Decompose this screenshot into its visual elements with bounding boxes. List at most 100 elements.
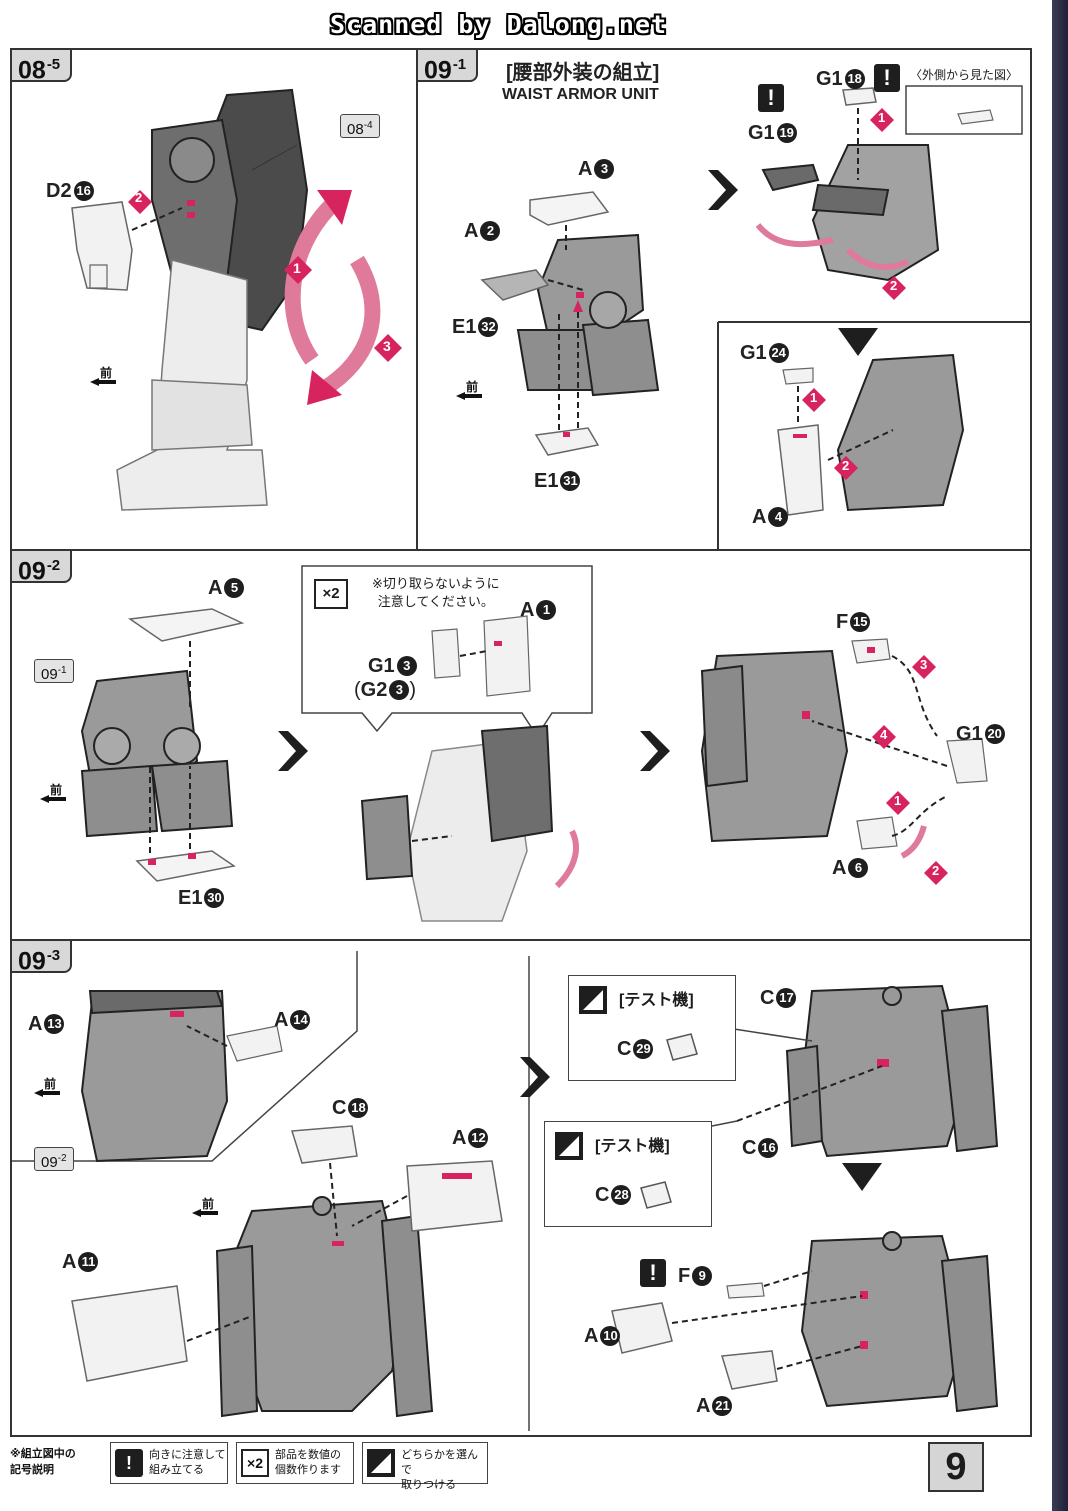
part-runner: A — [28, 1013, 43, 1035]
seq-marker-3 — [912, 655, 936, 679]
legend-text: 部品を数値の 個数作ります — [275, 1449, 341, 1476]
part-number: 24 — [768, 343, 789, 363]
part-runner: D2 — [46, 180, 72, 202]
step-number: 09 — [18, 557, 46, 586]
legend-title: ※組立図中の 記号説明 — [10, 1448, 76, 1476]
part-runner: E1 — [534, 470, 559, 492]
front-label: 前 — [466, 380, 479, 394]
part-number: 31 — [560, 471, 581, 491]
seq-text: 3 — [920, 657, 928, 672]
seq-marker-2 — [834, 456, 858, 480]
step-number: 08 — [18, 56, 46, 85]
part-number: 32 — [478, 317, 499, 337]
next-step-arrow-icon — [520, 1057, 550, 1097]
seq-marker-1 — [886, 791, 910, 815]
down-arrow-icon — [838, 328, 878, 356]
front-direction: 前 — [90, 364, 116, 386]
illustration-waist-assembly — [480, 85, 1030, 549]
part-runner: G1 — [816, 68, 843, 90]
step-number: 09 — [18, 947, 46, 976]
ref-tag-08-4: 08-4 — [340, 114, 380, 138]
part-runner: F — [678, 1265, 691, 1287]
part-number: 19 — [776, 123, 797, 143]
illustration-torso-assembly — [12, 951, 999, 1431]
part-runner: A — [696, 1395, 711, 1417]
legend-item-orientation: ! 向きに注意して 組み立てる — [110, 1442, 228, 1484]
test-type-label: [テスト機] — [595, 1138, 670, 1155]
arrow-left-icon — [90, 378, 116, 386]
front-direction: 前 — [456, 378, 482, 400]
part-runner: C — [760, 987, 775, 1009]
part-number: 12 — [468, 1128, 489, 1148]
part-number: 6 — [848, 858, 869, 878]
step-sub: -5 — [46, 56, 61, 73]
part-runner: E1 — [178, 887, 203, 909]
part-number: 3 — [396, 656, 417, 676]
front-label: 前 — [44, 1077, 57, 1091]
arrow-left-icon — [192, 1209, 218, 1217]
ref-sub: -2 — [57, 1153, 67, 1164]
part-number: 29 — [633, 1039, 654, 1059]
section-title-jp: [腰部外装の組立] — [506, 62, 660, 84]
seq-marker-3 — [374, 334, 402, 362]
part-runner: A — [752, 506, 767, 528]
front-direction: 前 — [34, 1075, 60, 1097]
seq-marker-2 — [128, 190, 152, 214]
seq-text: 3 — [383, 338, 391, 354]
seq-text: 2 — [842, 458, 850, 473]
seq-text: 2 — [135, 190, 143, 205]
part-runner: A — [274, 1009, 289, 1031]
step-tag-09-2: 09-2 — [12, 551, 73, 586]
part-runner: C — [595, 1184, 610, 1206]
seq-text: 1 — [878, 110, 886, 125]
multiply-two-icon: ×2 — [241, 1449, 269, 1477]
seq-text: 1 — [810, 390, 818, 405]
panel-step-09-1: 09-1 [腰部外装の組立] WAIST ARMOR UNIT — [416, 48, 1032, 551]
part-number: 18 — [348, 1098, 369, 1118]
part-c-29-shape — [666, 1033, 698, 1061]
paren-close: ) — [409, 679, 417, 701]
part-number: 15 — [850, 612, 871, 632]
part-number: 10 — [600, 1326, 621, 1346]
part-number: 11 — [78, 1252, 99, 1272]
part-runner: G1 — [956, 723, 983, 745]
part-number: 3 — [389, 680, 410, 700]
scan-watermark: Scanned by Dalong.net — [330, 10, 668, 39]
panel-step-09-3: 09-3 — [10, 939, 1032, 1437]
part-number: 21 — [712, 1396, 733, 1416]
step-sub: -1 — [452, 56, 467, 73]
ref-sub: -1 — [57, 665, 67, 676]
part-runner: A — [520, 599, 535, 621]
part-runner: A — [62, 1251, 77, 1273]
step-tag-08-5: 08-5 — [12, 50, 73, 85]
part-number: 16 — [758, 1138, 779, 1158]
part-number: 1 — [536, 600, 557, 620]
seq-marker-2 — [924, 861, 948, 885]
part-number: 4 — [768, 507, 789, 527]
part-number: 18 — [844, 69, 865, 89]
part-runner: G2 — [360, 679, 388, 701]
ref-sub: -4 — [363, 120, 373, 131]
seq-text: 1 — [293, 260, 301, 276]
part-runner: A — [832, 857, 847, 879]
